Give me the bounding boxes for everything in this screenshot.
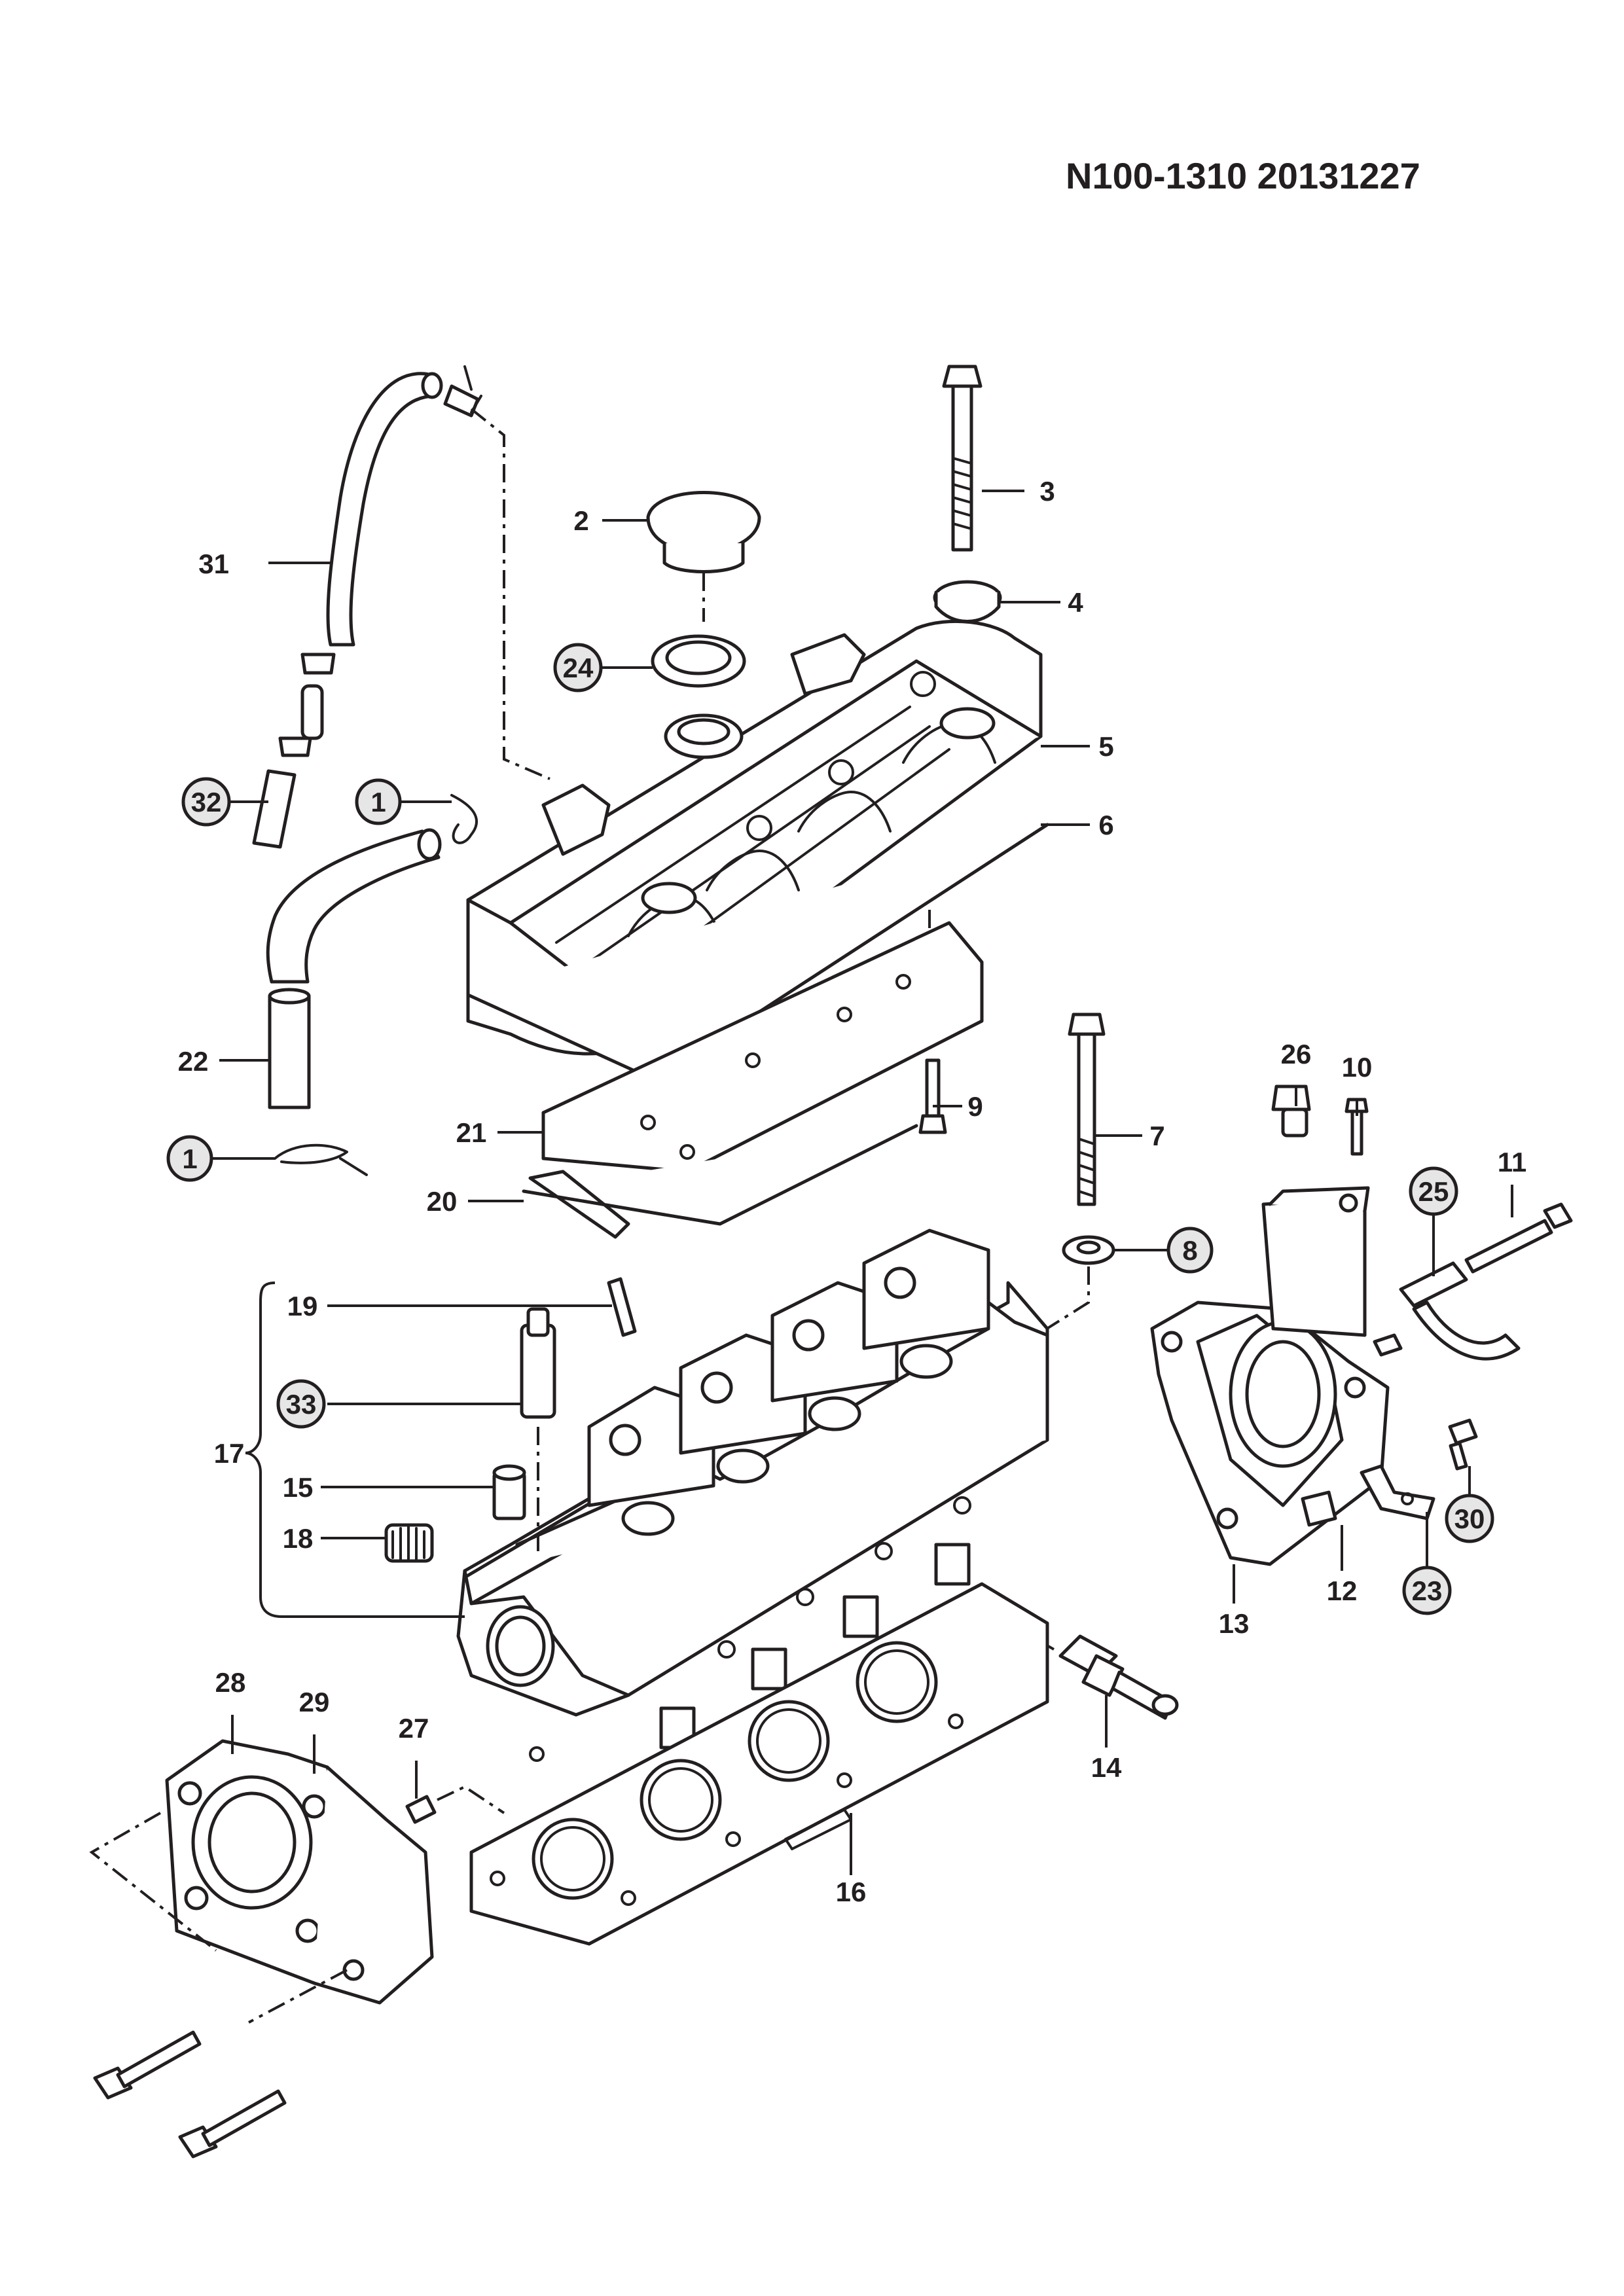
svg-text:30: 30 xyxy=(1454,1503,1485,1534)
hose-centerline-31 xyxy=(470,408,550,780)
callout-13: 13 xyxy=(1219,1608,1250,1639)
callout-24-circle: 24 xyxy=(553,643,603,692)
screw-30 xyxy=(1448,1418,1478,1471)
svg-text:25: 25 xyxy=(1418,1176,1449,1207)
callout-18: 18 xyxy=(283,1523,314,1554)
svg-text:1: 1 xyxy=(182,1143,197,1174)
callout-27: 27 xyxy=(399,1713,429,1744)
dowel-pin-19 xyxy=(607,1277,637,1337)
callout-28: 28 xyxy=(215,1667,246,1698)
seal-18 xyxy=(384,1523,434,1563)
hose-22 xyxy=(266,828,442,1109)
hose-32 xyxy=(252,769,297,849)
callout-30-circle: 30 xyxy=(1445,1494,1494,1543)
rear-cover-line-1 xyxy=(89,1812,217,1952)
callout-14: 14 xyxy=(1091,1752,1122,1783)
callout-15: 15 xyxy=(283,1472,314,1503)
cylinder-head xyxy=(456,1229,1049,1762)
callout-21: 21 xyxy=(456,1117,487,1148)
pin-27 xyxy=(405,1795,437,1824)
svg-text:32: 32 xyxy=(191,787,222,817)
gasket-21 xyxy=(541,921,984,1174)
callout-22: 22 xyxy=(178,1046,209,1077)
callout-33-circle: 33 xyxy=(276,1379,326,1429)
callout-25-circle: 25 xyxy=(1409,1166,1458,1216)
svg-text:23: 23 xyxy=(1412,1575,1443,1606)
callout-1-lower-circle: 1 xyxy=(166,1135,213,1182)
callout-6: 6 xyxy=(1098,810,1113,840)
callout-1-upper-circle: 1 xyxy=(355,778,402,825)
hose-clip-upper xyxy=(450,794,478,844)
rear-bolt-1 xyxy=(93,2030,202,2100)
oil-filler-cap xyxy=(646,491,761,622)
filler-seal xyxy=(651,634,746,688)
gasket-20 xyxy=(522,1124,918,1239)
callout-11: 11 xyxy=(1498,1147,1526,1177)
callout-20: 20 xyxy=(427,1186,458,1217)
callout-2: 2 xyxy=(573,505,588,536)
callout-19: 19 xyxy=(287,1291,318,1321)
callout-5: 5 xyxy=(1098,731,1113,762)
callout-labels: 31 2 3 4 5 6 22 9 21 20 7 19 17 15 18 14… xyxy=(178,476,1527,1907)
svg-text:33: 33 xyxy=(286,1389,317,1420)
head-gasket xyxy=(469,1582,1049,1946)
pin-line xyxy=(437,1785,505,1814)
bracket-23 xyxy=(1360,1464,1435,1520)
callout-9: 9 xyxy=(967,1091,983,1122)
cover-screw-9 xyxy=(918,1058,947,1134)
callout-12: 12 xyxy=(1327,1575,1358,1606)
sensor-26 xyxy=(1271,1085,1311,1138)
leader-lines xyxy=(209,490,1513,1875)
clip-25 xyxy=(1399,1261,1521,1361)
dowel-sleeve-15 xyxy=(492,1464,526,1520)
callout-29: 29 xyxy=(299,1687,330,1717)
callout-3: 3 xyxy=(1039,476,1055,507)
callout-26: 26 xyxy=(1281,1039,1312,1069)
bolt-11 xyxy=(1464,1202,1573,1274)
temperature-sensor xyxy=(1058,1634,1179,1720)
small-hose-clamp-upper xyxy=(278,653,336,757)
svg-text:1: 1 xyxy=(370,787,386,817)
head-bolt xyxy=(1068,1013,1106,1206)
callout-4: 4 xyxy=(1068,587,1083,618)
callout-7: 7 xyxy=(1149,1121,1164,1151)
rear-housing-28 xyxy=(165,1739,369,1985)
svg-text:8: 8 xyxy=(1182,1235,1197,1266)
callout-17: 17 xyxy=(214,1438,245,1469)
callout-23-circle: 23 xyxy=(1402,1566,1452,1615)
callout-32-circle: 32 xyxy=(181,777,231,827)
svg-text:24: 24 xyxy=(563,653,594,683)
document-code: N100-1310 20131227 xyxy=(1066,155,1420,196)
cover-bolt xyxy=(942,365,983,552)
breather-hose xyxy=(326,365,482,647)
rear-bolt-2 xyxy=(178,2089,287,2159)
head-bolt-washer xyxy=(1062,1235,1115,1265)
dowel-pin-33 xyxy=(520,1307,556,1419)
circled-callouts: 24 32 1 1 8 33 25 30 xyxy=(166,643,1494,1615)
callout-8-circle: 8 xyxy=(1166,1227,1214,1274)
hose-clip-lower xyxy=(274,1143,368,1176)
housing-part-12 xyxy=(1301,1490,1337,1527)
callout-31: 31 xyxy=(198,548,229,579)
callout-10: 10 xyxy=(1342,1052,1373,1083)
group-bracket-17 xyxy=(245,1282,282,1618)
callout-16: 16 xyxy=(836,1876,867,1907)
rear-gasket-29 xyxy=(312,1765,434,2005)
